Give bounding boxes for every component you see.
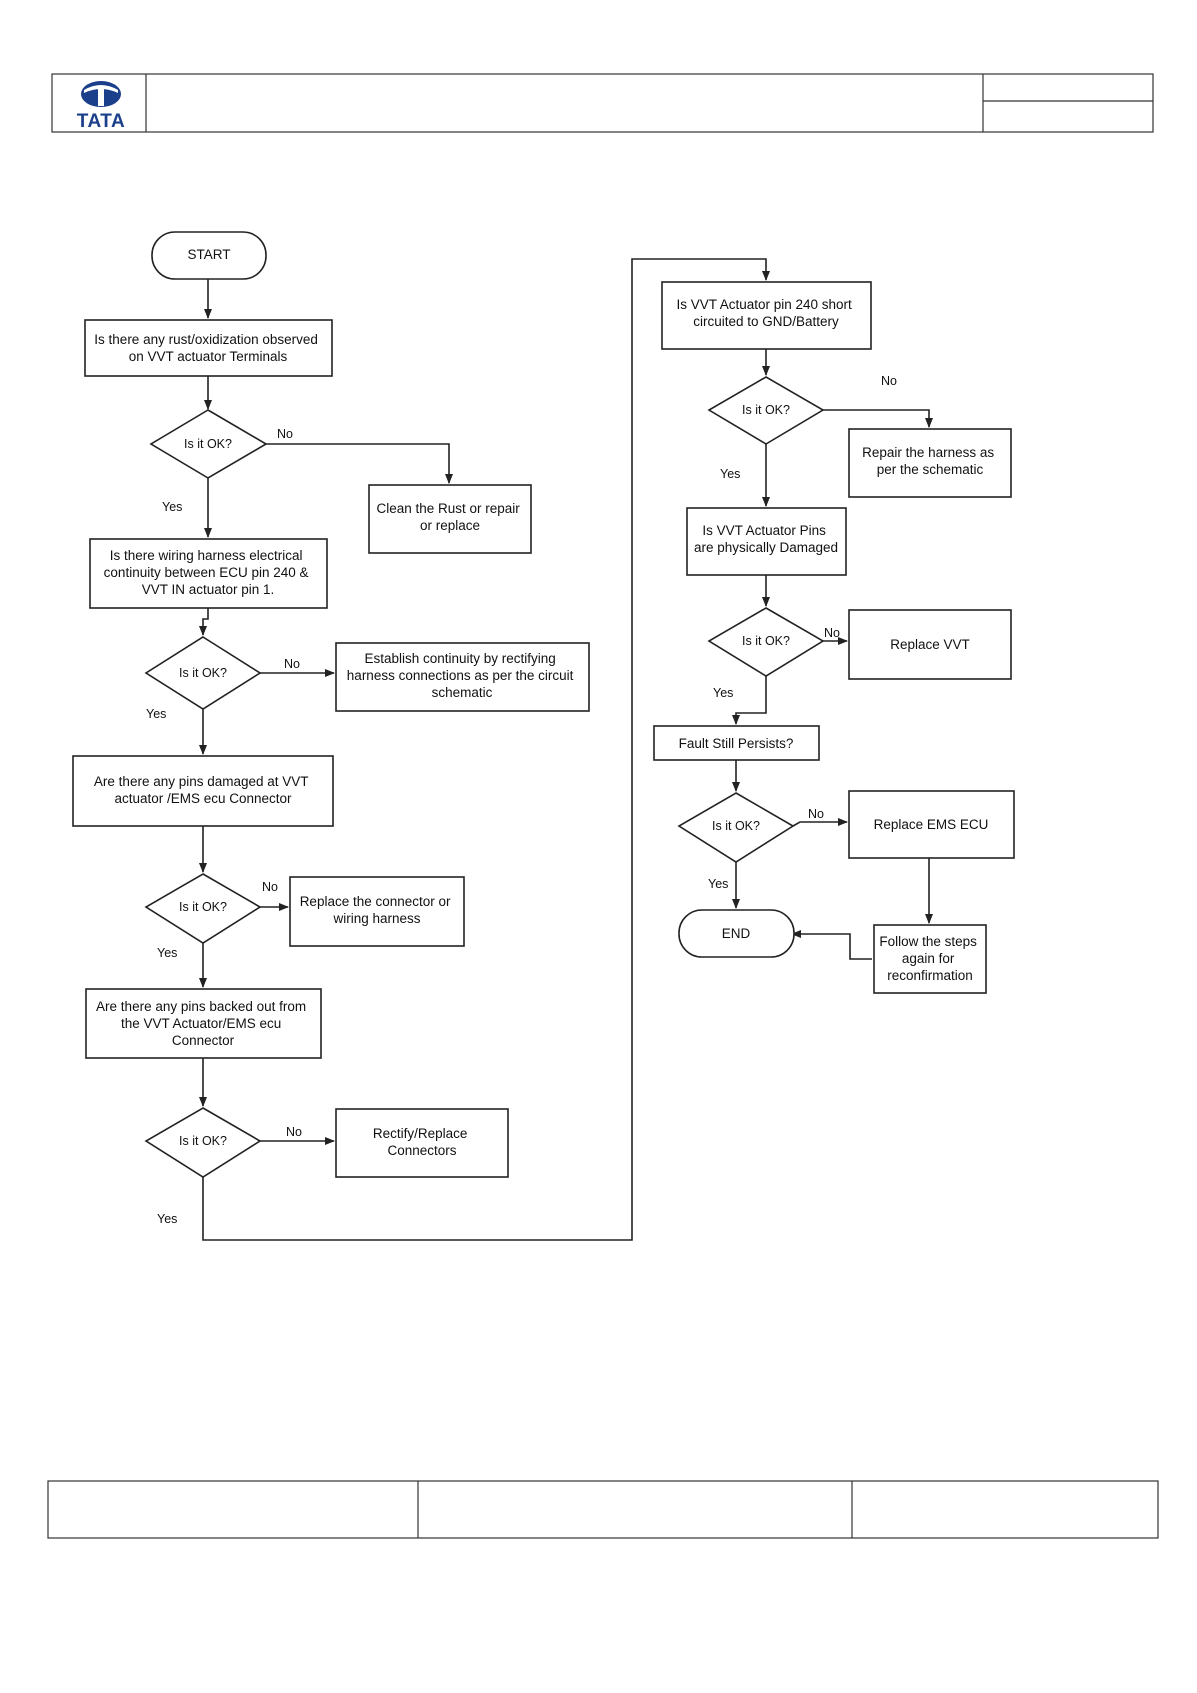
label-d5-no: No bbox=[881, 374, 897, 388]
label-d4-no: No bbox=[286, 1125, 302, 1139]
node-pins-backed-check: Are there any pins backed out from the V… bbox=[85, 988, 322, 1059]
svg-text:END: END bbox=[722, 926, 751, 941]
label-d4-yes: Yes bbox=[157, 1212, 177, 1226]
node-rectify-connectors: Rectify/Replace Connectors bbox=[335, 1108, 509, 1178]
decision-7: Is it OK? bbox=[677, 792, 795, 863]
node-replace-connector: Replace the connector or wiring harness bbox=[289, 876, 465, 947]
svg-text:Is it OK?: Is it OK? bbox=[184, 437, 232, 451]
svg-text:Follow the steps again: Follow the steps again for reconfirmatio… bbox=[879, 934, 980, 983]
node-establish-continuity: Establish continuity by rectifying harne… bbox=[335, 642, 590, 712]
svg-text:Replace EMS ECU: Replace EMS ECU bbox=[874, 817, 989, 832]
edge-d4-yes-connector bbox=[202, 258, 770, 1241]
svg-text:Is there wiring harness electr: Is there wiring harness electrical conti… bbox=[104, 548, 313, 597]
svg-text:Replace VVT: Replace VVT bbox=[890, 637, 970, 652]
svg-text:Establish continuity by rectif: Establish continuity by rectifying harne… bbox=[347, 651, 577, 700]
svg-text:Is VVT Actuator pin 240 short: Is VVT Actuator pin 240 short circuited … bbox=[676, 297, 855, 329]
node-end: END bbox=[678, 909, 795, 958]
svg-text:Repair the harness as: Repair the harness as per the schematic bbox=[862, 445, 998, 477]
edge-labels: No Yes No Yes No Yes No Yes No Yes No Ye… bbox=[146, 374, 897, 1226]
edge-d7-no bbox=[792, 818, 848, 827]
decision-1: Is it OK? bbox=[149, 409, 268, 479]
label-d1-yes: Yes bbox=[162, 500, 182, 514]
node-follow-steps: Follow the steps again for reconfirmatio… bbox=[873, 924, 987, 994]
node-rust-check: Is there any rust/oxidization observed o… bbox=[84, 319, 333, 377]
edge-follow-to-end bbox=[791, 930, 872, 960]
decision-5: Is it OK? bbox=[707, 376, 825, 445]
svg-text:Is it OK?: Is it OK? bbox=[742, 403, 790, 417]
node-continuity-check: Is there wiring harness electrical conti… bbox=[89, 538, 328, 609]
page-footer bbox=[47, 1480, 1159, 1539]
edge-d5-no bbox=[823, 409, 933, 428]
node-physical-damage-check: Is VVT Actuator Pins are physically Dama… bbox=[686, 507, 847, 576]
svg-text:Is it OK?: Is it OK? bbox=[742, 634, 790, 648]
decision-3: Is it OK? bbox=[144, 873, 262, 944]
svg-text:Is there any rust/oxidization: Is there any rust/oxidization observed o… bbox=[94, 332, 321, 364]
label-d3-yes: Yes bbox=[157, 946, 177, 960]
label-d7-no: No bbox=[808, 807, 824, 821]
decision-2: Is it OK? bbox=[144, 636, 262, 710]
svg-text:Clean the Rust or repair: Clean the Rust or repair or replace bbox=[376, 501, 523, 533]
edge-d6-yes bbox=[732, 676, 767, 725]
node-replace-ecu: Replace EMS ECU bbox=[848, 790, 1015, 859]
svg-text:Is it OK?: Is it OK? bbox=[179, 666, 227, 680]
label-d6-no: No bbox=[824, 626, 840, 640]
flow-edges bbox=[199, 258, 933, 1241]
label-d1-no: No bbox=[277, 427, 293, 441]
svg-text:Is it OK?: Is it OK? bbox=[179, 1134, 227, 1148]
label-d2-yes: Yes bbox=[146, 707, 166, 721]
node-short-circuit-check: Is VVT Actuator pin 240 short circuited … bbox=[661, 281, 872, 350]
label-d6-yes: Yes bbox=[713, 686, 733, 700]
edge-continuity-to-d2 bbox=[199, 608, 209, 636]
node-start: START bbox=[151, 231, 267, 280]
svg-text:Rectify/Replace Connec: Rectify/Replace Connectors bbox=[373, 1126, 471, 1158]
node-pins-damaged-check: Are there any pins damaged at VVT actuat… bbox=[72, 755, 334, 827]
node-fault-persists: Fault Still Persists? bbox=[653, 725, 820, 761]
svg-text:Is VVT Actuator Pins a: Is VVT Actuator Pins are physically Dama… bbox=[694, 523, 838, 555]
svg-text:START: START bbox=[187, 247, 230, 262]
label-d5-yes: Yes bbox=[720, 467, 740, 481]
decision-4: Is it OK? bbox=[144, 1107, 262, 1178]
edge-d1-no bbox=[266, 443, 453, 484]
tata-logo: TATA bbox=[77, 81, 125, 132]
decision-6: Is it OK? bbox=[707, 607, 825, 677]
logo-text: TATA bbox=[77, 111, 125, 132]
label-d7-yes: Yes bbox=[708, 877, 728, 891]
node-replace-vvt: Replace VVT bbox=[848, 609, 1012, 680]
node-repair-harness: Repair the harness as per the schematic bbox=[848, 428, 1012, 498]
flow-nodes: START Is there any rust/oxidization obse… bbox=[72, 231, 1015, 1178]
svg-text:Is it OK?: Is it OK? bbox=[712, 819, 760, 833]
svg-text:Replace the connector or: Replace the connector or wiring harness bbox=[300, 894, 455, 926]
node-clean-rust: Clean the Rust or repair or replace bbox=[368, 484, 532, 554]
page-header: TATA bbox=[51, 73, 1154, 133]
svg-text:Fault Still Persists?: Fault Still Persists? bbox=[679, 736, 794, 751]
label-d2-no: No bbox=[284, 657, 300, 671]
svg-text:Are there any pins damaged at: Are there any pins damaged at VVT actuat… bbox=[94, 774, 312, 806]
svg-text:Are there any pins backed out: Are there any pins backed out from the V… bbox=[96, 999, 310, 1048]
svg-text:Is it OK?: Is it OK? bbox=[179, 900, 227, 914]
label-d3-no: No bbox=[262, 880, 278, 894]
